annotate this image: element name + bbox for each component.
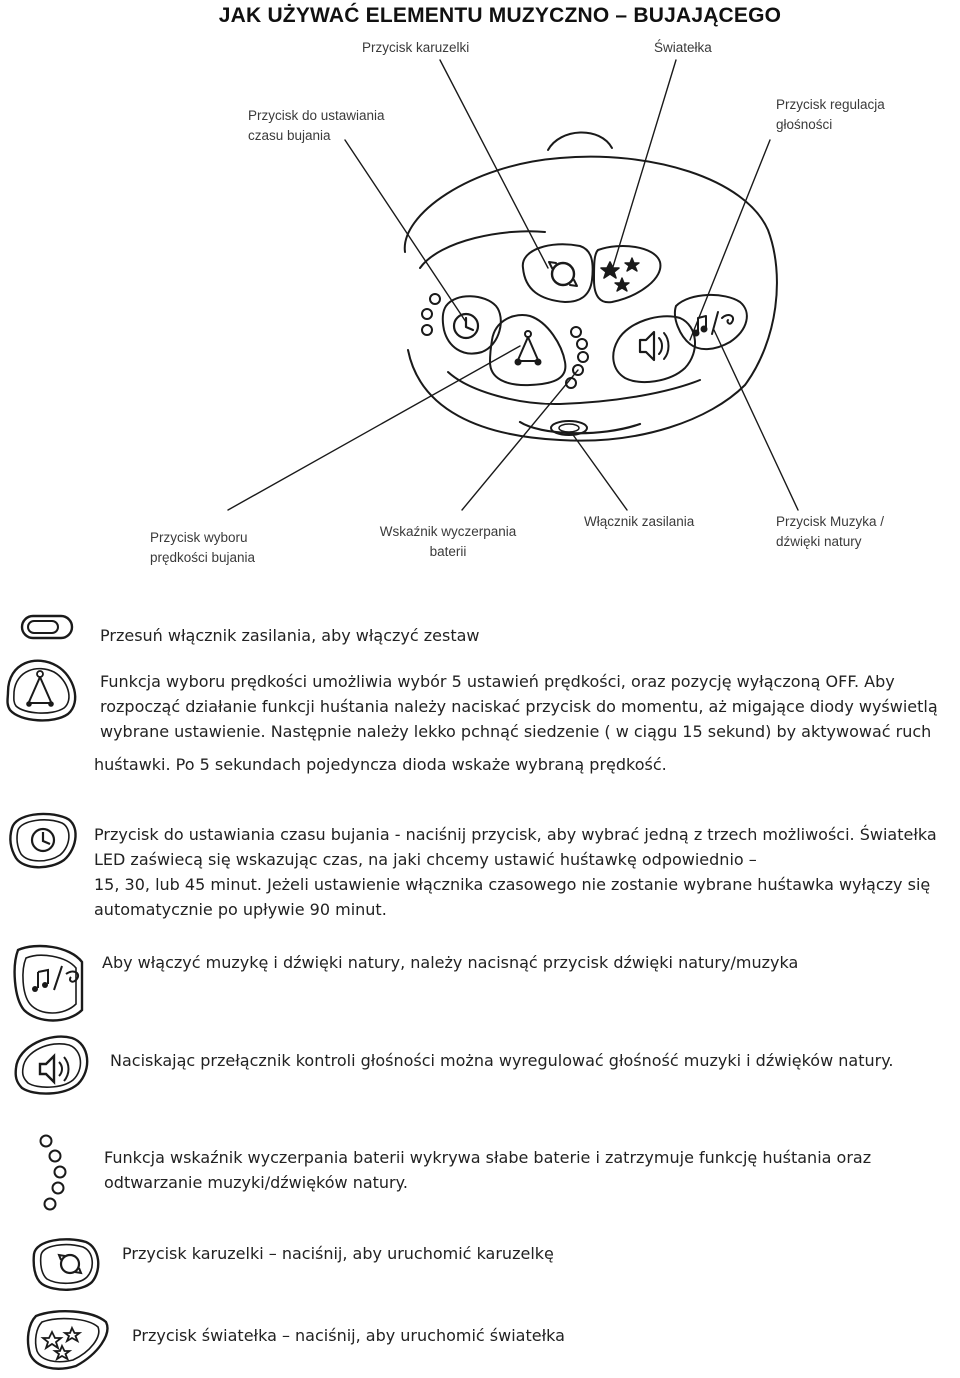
panel-inner-outline	[419, 230, 546, 269]
panel-top-rim	[547, 131, 613, 151]
music-nature-icon	[8, 940, 86, 1026]
stars-icon	[600, 261, 620, 279]
label-carousel-button: Przycisk karuzelki	[362, 40, 470, 55]
label-swing-time-button: Przycisk do ustawiania czasu bujania	[248, 108, 385, 143]
clock-icon	[6, 808, 80, 872]
instruction-battery: Funkcja wskaźnik wyczerpania baterii wyk…	[104, 1148, 872, 1192]
instruction-speed-cont: huśtawki. Po 5 sekundach pojedyncza diod…	[94, 755, 667, 774]
music-button-shape	[674, 293, 748, 350]
instruction-lights: Przycisk światełka – naciśnij, aby uruch…	[132, 1326, 565, 1345]
label-battery-indicator: Wskaźnik wyczerpania baterii	[379, 524, 517, 559]
instruction-speed: Funkcja wyboru prędkości umożliwia wybór…	[100, 672, 938, 741]
panel-body-outline	[403, 155, 778, 442]
battery-led-icon	[36, 1132, 82, 1218]
label-music-button: Przycisk Muzyka / dźwięki natury	[776, 514, 885, 549]
speed-button-shape	[489, 314, 567, 387]
leader-line-battery	[461, 369, 579, 511]
power-switch-knob	[550, 420, 588, 436]
rotate-icon	[30, 1234, 104, 1294]
instruction-carousel: Przycisk karuzelki – naciśnij, aby uruch…	[122, 1244, 554, 1263]
leader-line-music	[713, 329, 799, 511]
instruction-power: Przesuń włącznik zasilania, aby włączyć …	[100, 626, 480, 645]
panel-bottom-curve	[518, 420, 642, 435]
volume-button-shape	[612, 315, 697, 384]
label-lights: Światełka	[654, 40, 712, 55]
leader-line-time	[344, 139, 467, 323]
clock-icon	[452, 312, 480, 340]
label-volume-button: Przycisk regulacja głośności	[776, 97, 885, 132]
control-panel-diagram	[227, 59, 799, 511]
lights-button-shape	[593, 245, 662, 304]
label-speed-button: Przycisk wyboru prędkości bujania	[150, 530, 256, 565]
leader-line-speed	[227, 345, 521, 511]
rotate-icon	[550, 261, 576, 287]
leader-line-power	[570, 431, 628, 511]
instruction-music: Aby włączyć muzykę i dźwięki natury, nal…	[102, 953, 799, 972]
power-slider-icon	[20, 612, 76, 642]
carousel-button-shape	[521, 243, 594, 303]
instruction-volume: Naciskając przełącznik kontroli głośnośc…	[110, 1051, 894, 1070]
leader-line-lights	[611, 59, 677, 271]
stars-icon	[26, 1306, 112, 1372]
page-title: JAK UŻYWAĆ ELEMENTU MUZYCZNO – BUJAJĄCEG…	[218, 4, 782, 27]
led-dot	[429, 293, 441, 305]
leader-line-carousel	[439, 59, 549, 269]
speaker-icon	[10, 1030, 94, 1098]
label-power-switch: Włącznik zasilania	[584, 514, 695, 529]
leader-line-volume	[689, 139, 771, 341]
instruction-timer: Przycisk do ustawiania czasu bujania - n…	[94, 825, 937, 919]
swing-icon	[2, 652, 82, 724]
speaker-icon	[638, 330, 656, 362]
swing-time-button-shape	[441, 295, 502, 355]
